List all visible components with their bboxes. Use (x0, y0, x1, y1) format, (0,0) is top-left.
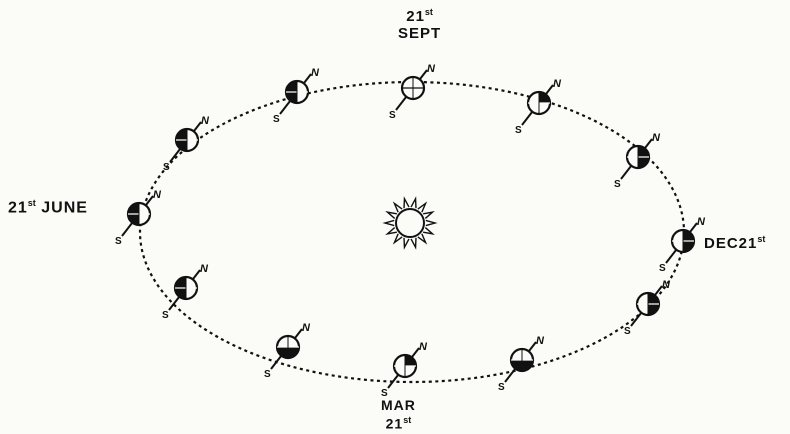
sun-ray (418, 234, 426, 243)
north-pole-label: N (200, 263, 209, 275)
sun-ray (423, 228, 432, 234)
south-pole-label: S (498, 382, 505, 393)
earth-globe-icon: NS (115, 189, 162, 247)
south-pole-label: S (264, 369, 271, 380)
label-mar-21: MAR 21st (381, 398, 416, 432)
north-pole-label: N (201, 115, 210, 127)
sun-ray (418, 203, 426, 212)
sun-ray (387, 212, 396, 218)
dec-month: DEC (704, 235, 739, 252)
north-pole-label: N (662, 279, 671, 291)
earth-globe-icon: NS (381, 341, 428, 399)
sun-icon (385, 199, 435, 248)
mar-day: 21 (386, 416, 404, 432)
south-pole-label: S (389, 110, 396, 121)
north-pole-label: N (427, 63, 436, 75)
sun-ray (385, 220, 394, 225)
earth-globe-icon: NS (163, 115, 210, 173)
north-pole-label: N (311, 67, 320, 79)
north-pole-label: N (697, 216, 706, 228)
south-pole-label: S (163, 162, 170, 173)
label-dec-21: DEC21st (704, 234, 765, 252)
sun-ray (394, 203, 402, 212)
sept-day: 21 (406, 8, 425, 25)
earth-globe-icon: NS (389, 63, 436, 121)
sun-disc (396, 209, 424, 237)
dec-suffix: st (757, 234, 765, 244)
south-pole-label: S (162, 310, 169, 321)
earth-globe-icon: NS (614, 132, 661, 190)
mar-month: MAR (381, 397, 416, 413)
earth-globe-icon: NS (162, 263, 209, 321)
sept-month: SEPT (398, 25, 441, 42)
sun-ray (404, 199, 409, 209)
earth-globe-icon: NS (273, 67, 320, 125)
south-pole-label: S (273, 114, 280, 125)
earth-globe-icon: NS (515, 78, 562, 136)
north-pole-label: N (652, 132, 661, 144)
north-pole-label: N (153, 189, 162, 201)
earth-globe-icon: NS (624, 279, 671, 337)
mar-suffix: st (403, 415, 411, 425)
south-pole-label: S (515, 125, 522, 136)
june-day: 21 (8, 199, 28, 216)
south-pole-label: S (624, 326, 631, 337)
sun-ray (411, 199, 416, 209)
south-pole-label: S (115, 236, 122, 247)
north-pole-label: N (553, 78, 562, 90)
earth-globe-icon: NS (659, 216, 706, 274)
sun-ray (404, 238, 409, 248)
sun-ray (426, 220, 435, 225)
june-suffix: st (28, 198, 36, 208)
dec-day: 21 (739, 235, 758, 252)
label-sept-21: 21st SEPT (398, 4, 441, 42)
north-pole-label: N (536, 335, 545, 347)
earth-globe-icon: NS (264, 322, 311, 380)
label-june-21: 21st JUNE (8, 198, 88, 217)
sun-ray (394, 234, 402, 243)
sun-ray (411, 238, 416, 248)
sept-suffix: st (425, 7, 433, 17)
south-pole-label: S (659, 263, 666, 274)
sun-ray (387, 228, 396, 234)
south-pole-label: S (614, 179, 621, 190)
north-pole-label: N (419, 341, 428, 353)
north-pole-label: N (302, 322, 311, 334)
sun-ray (423, 212, 432, 218)
june-month: JUNE (41, 199, 88, 216)
